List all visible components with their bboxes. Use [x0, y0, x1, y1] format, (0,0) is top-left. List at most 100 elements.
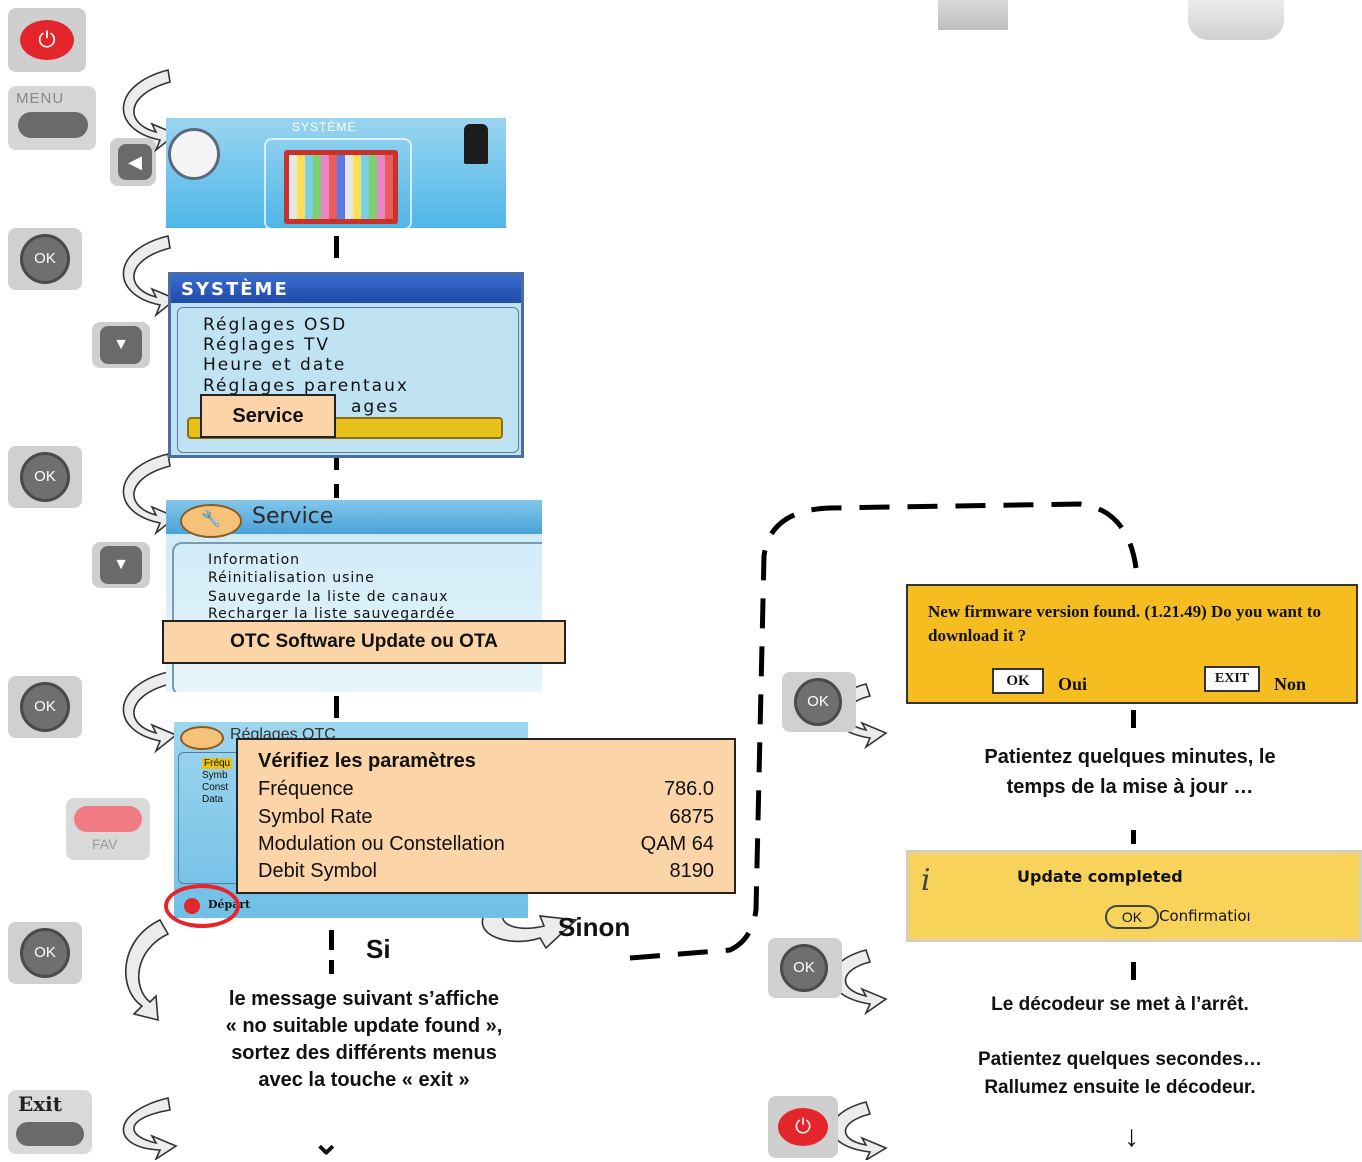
systeme-menu-title: SYSTÈME [181, 279, 289, 300]
branch-no-label: Sinon [558, 912, 631, 942]
info-icon: i [921, 863, 931, 898]
down-arrow-button[interactable]: ▼ [92, 542, 150, 588]
menu-item[interactable]: ages [351, 397, 400, 417]
menu-item[interactable]: Réglages OSD [203, 315, 348, 335]
antenna-icon [464, 124, 488, 164]
otc-item[interactable]: Const [202, 782, 229, 793]
message-line: avec la touche « exit » [258, 1069, 470, 1091]
menu-item[interactable]: Recharger la liste sauvegardée [208, 606, 456, 622]
curved-arrow [122, 235, 178, 318]
menu-item[interactable]: Heure et date [203, 355, 347, 375]
left-arrow-icon: ◀ [118, 144, 152, 180]
param-label: Fréquence [258, 778, 354, 800]
systeme-banner-title: SYSTÈME [292, 120, 357, 134]
firmware-message: New firmware version found. (1.21.49) Do… [928, 602, 1322, 645]
ok-label: OK [20, 928, 70, 978]
firmware-dialog: New firmware version found. (1.21.49) Do… [906, 584, 1358, 704]
menu-item[interactable]: Information [208, 552, 301, 568]
ok-label: OK [20, 234, 70, 284]
menu-item[interactable]: Réglages parentaux [203, 376, 409, 396]
clock-icon [168, 128, 220, 180]
ok-button[interactable]: OK [8, 676, 82, 738]
ok-label: OK [20, 682, 70, 732]
otc-item[interactable]: Symb [202, 770, 228, 781]
ok-key[interactable]: OK [992, 668, 1044, 694]
wait-line: Patientez quelques minutes, le [984, 746, 1276, 768]
ok-button[interactable]: OK [8, 922, 82, 984]
param-label: Symbol Rate [258, 806, 373, 828]
ok-button[interactable]: OK [782, 672, 856, 732]
flow-dash [334, 484, 339, 498]
param-label: Debit Symbol [258, 860, 377, 882]
exit-key[interactable]: EXIT [1204, 666, 1260, 692]
service-title: Service [252, 504, 334, 529]
message-line: « no suitable update found », [225, 1015, 503, 1037]
curved-arrow [122, 1097, 178, 1160]
curved-arrow [122, 671, 178, 754]
flow-dash [1131, 830, 1136, 844]
menu-item[interactable]: Réglages TV [203, 335, 330, 355]
curved-arrow [125, 918, 170, 1022]
down-arrow-icon: ↓ [1124, 1120, 1139, 1153]
red-circle-highlight [164, 884, 240, 928]
otc-item[interactable]: Fréqu [202, 758, 233, 769]
menu-button[interactable]: MENU [8, 86, 96, 150]
power-button[interactable]: ⏻ [8, 8, 86, 72]
down-arrow-icon: ▼ [100, 326, 142, 364]
top-image [1188, 0, 1284, 40]
branch-yes-label: Si [366, 934, 391, 964]
left-arrow-button[interactable]: ◀ [110, 138, 156, 186]
menu-label: MENU [16, 90, 65, 107]
exit-button[interactable]: Exit [8, 1090, 92, 1154]
tv-screen-icon [284, 150, 398, 224]
fav-button[interactable]: FAV [66, 798, 150, 860]
top-image [938, 0, 1008, 30]
down-chevron-icon: ⌄ [312, 1124, 341, 1162]
flow-dash [329, 930, 334, 950]
menu-item[interactable]: Sauvegarde la liste de canaux [208, 589, 449, 605]
ok-button[interactable]: OK [8, 228, 82, 290]
ok-key[interactable]: OK [1105, 905, 1159, 929]
flow-dash [334, 236, 339, 258]
ok-key-label: Oui [1058, 674, 1088, 694]
down-arrow-button[interactable]: ▼ [92, 322, 150, 368]
power-icon: ⏻ [20, 20, 74, 60]
flow-dash [334, 458, 339, 470]
ok-button[interactable]: OK [768, 938, 842, 998]
ok-label: OK [794, 678, 842, 726]
power-button[interactable]: ⏻ [768, 1096, 838, 1158]
fav-label: FAV [92, 836, 118, 852]
param-label: Modulation ou Constellation [258, 833, 505, 855]
flow-dash [1131, 710, 1136, 728]
params-box: Vérifiez les paramètres Fréquence 786.0 … [236, 738, 736, 894]
param-value: QAM 64 [640, 833, 714, 855]
wait-line: temps de la mise à jour … [1006, 776, 1254, 798]
restart-line: Rallumez ensuite le décodeur. [984, 1077, 1256, 1098]
restart-line: Patientez quelques secondes… [977, 1049, 1263, 1070]
flow-dash [1131, 962, 1136, 980]
exit-label: Exit [18, 1092, 63, 1116]
otc-item[interactable]: Data [202, 794, 224, 805]
curved-arrow-sinon [481, 909, 578, 950]
menu-item[interactable]: Réinitialisation usine [208, 570, 375, 586]
no-update-message: le message suivant s’affiche « no suitab… [184, 986, 544, 1094]
ok-label: OK [780, 944, 828, 992]
wrench-icon [180, 726, 224, 750]
message-line: sortez des différents menus [231, 1042, 497, 1064]
service-callout: Service [200, 394, 336, 438]
systeme-menu-screen: SYSTÈME Réglages OSD Réglages TV Heure e… [168, 272, 524, 458]
systeme-banner-screen: SYSTÈME [166, 118, 506, 228]
exit-key-label: Non [1274, 674, 1307, 694]
ok-label: OK [20, 452, 70, 502]
update-message: Update completed [1017, 867, 1183, 886]
down-arrow-icon: ▼ [100, 546, 142, 584]
flow-dash [329, 960, 334, 974]
ok-button[interactable]: OK [8, 446, 82, 508]
wrench-icon: 🔧 [180, 504, 242, 538]
restart-text: Patientez quelques secondes… Rallumez en… [920, 1046, 1320, 1102]
message-line: le message suivant s’affiche [228, 988, 500, 1010]
wait-text: Patientez quelques minutes, le temps de … [930, 742, 1330, 802]
param-value: 786.0 [663, 778, 714, 800]
otc-callout: OTC Software Update ou OTA [162, 620, 566, 664]
